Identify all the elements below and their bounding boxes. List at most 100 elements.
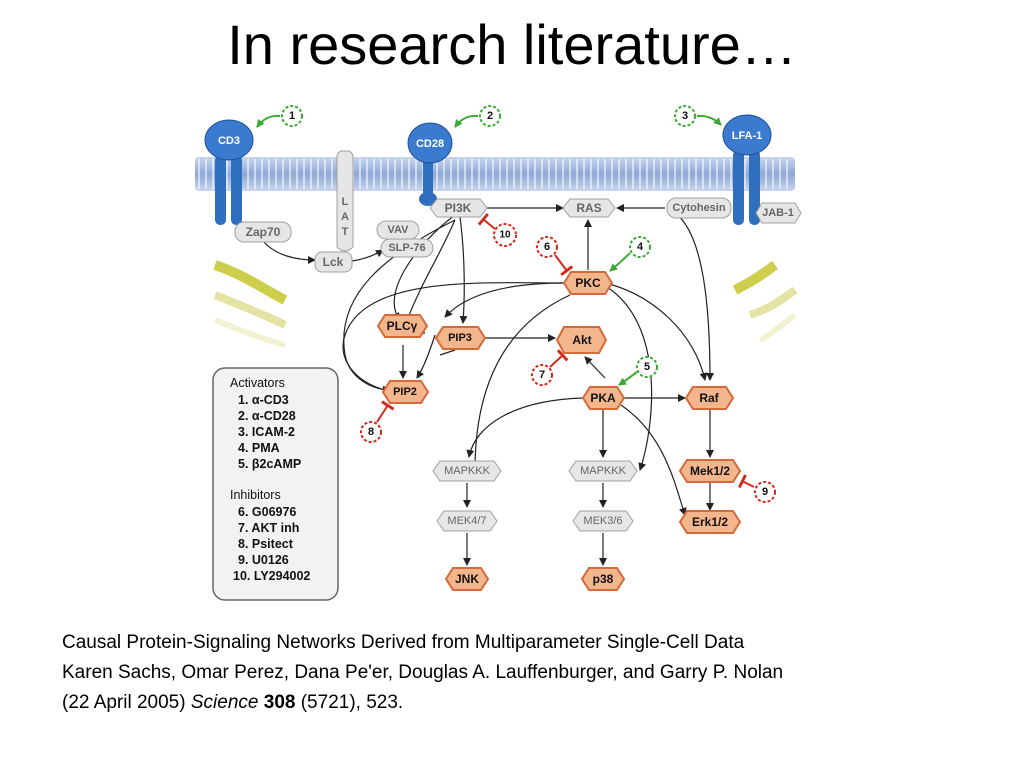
svg-text:PLCγ: PLCγ: [387, 319, 418, 333]
node-pip2: PIP2: [381, 380, 430, 404]
activator-badge-1: 1: [256, 105, 303, 128]
node-akt: Akt: [555, 326, 608, 354]
svg-text:VAV: VAV: [388, 224, 410, 236]
citation-authors: Karen Sachs, Omar Perez, Dana Pe'er, Dou…: [62, 662, 784, 683]
legend-inhibitor-8: 8. Psitect: [238, 537, 294, 551]
inhibitor-badges: 6 7 8 9 10: [360, 212, 776, 503]
citation-date: (22 April 2005): [62, 692, 191, 713]
signaling-edges: [262, 204, 714, 566]
inhibitor-badge-6: 6: [536, 236, 574, 276]
node-mapkkk-2: MAPKKK: [568, 460, 638, 482]
svg-text:9: 9: [762, 486, 768, 498]
citation-title: Causal Protein-Signaling Networks Derive…: [62, 632, 745, 653]
citation-reference: (22 April 2005) Science 308 (5721), 523.: [62, 688, 783, 718]
grey-nodes: Zap70 Lck VAV SLP-76 PI3K RAS Cytohesin …: [234, 197, 802, 532]
citation-pages: (5721), 523.: [295, 692, 404, 713]
activator-badge-4: 4: [609, 236, 651, 272]
activator-badge-5: 5: [618, 356, 658, 386]
svg-text:Zap70: Zap70: [246, 225, 281, 239]
node-zap70: Zap70: [234, 221, 292, 243]
svg-text:3: 3: [682, 110, 688, 122]
node-jab1: JAB-1: [755, 202, 802, 224]
node-cytohesin: Cytohesin: [666, 197, 732, 219]
cd3-receptor: CD3: [204, 119, 254, 225]
orange-nodes: PKC PLCγ PIP3 Akt PIP2 PKA Raf Mek1/2 Er…: [376, 271, 742, 591]
svg-text:8: 8: [368, 426, 374, 438]
legend-inhibitor-9: 9. U0126: [238, 553, 289, 567]
signaling-network-diagram: CD3 CD28 LFA-1 L A T: [195, 105, 802, 601]
node-ras: RAS: [562, 198, 616, 218]
inhibitor-badge-8: 8: [360, 400, 395, 443]
node-pkc: PKC: [562, 271, 614, 295]
cell-membrane: [195, 157, 795, 191]
lat-letter-t: T: [342, 226, 349, 238]
svg-text:MAPKKK: MAPKKK: [444, 465, 491, 477]
citation-volume: 308: [263, 692, 296, 713]
legend-inhibitor-7: 7. AKT inh: [238, 521, 299, 535]
svg-text:PI3K: PI3K: [445, 201, 472, 215]
svg-text:MEK3/6: MEK3/6: [583, 515, 622, 527]
svg-text:Lck: Lck: [323, 255, 344, 269]
svg-text:10: 10: [499, 230, 511, 241]
svg-text:7: 7: [539, 369, 545, 381]
node-jnk: JNK: [444, 567, 490, 591]
legend-inhibitors-title: Inhibitors: [230, 488, 281, 502]
node-lck: Lck: [314, 251, 353, 273]
svg-text:Cytohesin: Cytohesin: [672, 202, 725, 214]
citation-journal: Science: [190, 692, 259, 713]
svg-text:SLP-76: SLP-76: [388, 242, 425, 254]
svg-text:Erk1/2: Erk1/2: [692, 515, 728, 529]
receptor-flow-arrows: [213, 260, 798, 348]
legend-activator-4: 4. PMA: [238, 441, 280, 455]
activator-badge-2: 2: [454, 105, 501, 128]
svg-text:PKC: PKC: [575, 276, 601, 290]
svg-text:MEK4/7: MEK4/7: [447, 515, 486, 527]
svg-text:Akt: Akt: [572, 333, 591, 347]
node-raf: Raf: [684, 386, 735, 410]
lfa1-receptor: LFA-1: [722, 114, 772, 225]
legend-inhibitor-6: 6. G06976: [238, 505, 296, 519]
svg-text:RAS: RAS: [576, 201, 601, 215]
node-slp76: SLP-76: [380, 238, 434, 258]
node-pip3: PIP3: [434, 326, 487, 350]
node-vav: VAV: [376, 220, 420, 240]
node-pka: PKA: [581, 386, 626, 410]
svg-text:5: 5: [644, 361, 650, 373]
svg-text:PKA: PKA: [590, 391, 616, 405]
node-erk12: Erk1/2: [678, 510, 742, 534]
inhibitor-badge-7: 7: [531, 349, 569, 386]
svg-text:p38: p38: [593, 572, 614, 586]
legend-inhibitor-10: 10. LY294002: [233, 569, 310, 583]
legend-activators-title: Activators: [230, 376, 285, 390]
legend-activator-5: 5. β2cAMP: [238, 457, 301, 471]
node-p38: p38: [580, 567, 626, 591]
node-pi3k: PI3K: [429, 198, 488, 218]
node-plcg: PLCγ: [376, 314, 429, 338]
svg-text:4: 4: [637, 241, 644, 253]
node-mek12: Mek1/2: [678, 459, 742, 483]
inhibitor-badge-9: 9: [737, 474, 776, 503]
svg-text:JNK: JNK: [455, 572, 479, 586]
lat-letter-a: A: [341, 211, 349, 223]
svg-text:6: 6: [544, 241, 550, 253]
cd28-label: CD28: [416, 138, 444, 150]
lat-letter-l: L: [342, 196, 349, 208]
legend-box: Activators 1. α-CD3 2. α-CD28 3. ICAM-2 …: [212, 367, 339, 601]
activator-badge-3: 3: [674, 105, 722, 127]
citation: Causal Protein-Signaling Networks Derive…: [62, 628, 783, 718]
svg-text:PIP2: PIP2: [393, 386, 417, 398]
legend-activator-3: 3. ICAM-2: [238, 425, 295, 439]
node-mek36: MEK3/6: [572, 510, 634, 532]
lfa1-label: LFA-1: [732, 130, 763, 142]
lat-adaptor: L A T: [336, 150, 354, 252]
legend-activator-2: 2. α-CD28: [238, 409, 296, 423]
node-mapkkk-1: MAPKKK: [432, 460, 502, 482]
cd3-label: CD3: [218, 135, 240, 147]
svg-text:Raf: Raf: [699, 391, 719, 405]
svg-text:MAPKKK: MAPKKK: [580, 465, 627, 477]
node-mek47: MEK4/7: [436, 510, 498, 532]
svg-text:Mek1/2: Mek1/2: [690, 464, 730, 478]
svg-text:PIP3: PIP3: [448, 332, 472, 344]
legend-activator-1: 1. α-CD3: [238, 393, 289, 407]
slide-title: In research literature…: [227, 13, 797, 76]
